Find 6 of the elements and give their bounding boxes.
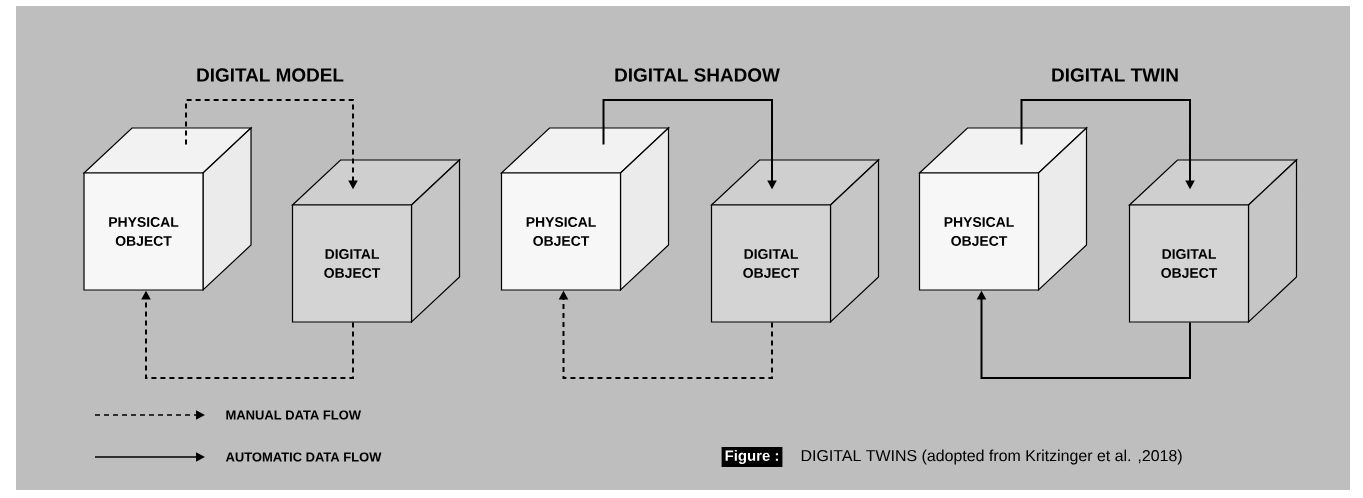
- group-title: DIGITAL TWIN: [1052, 68, 1178, 82]
- legend-text: MANUAL DATA FLOW: [226, 410, 361, 420]
- caption: DIGITAL TWINS (adopted from Kritzinger et al. ,2018): [801, 449, 1182, 465]
- group-title: DIGITAL MODEL: [197, 68, 344, 82]
- group-title: DIGITAL SHADOW: [615, 68, 780, 82]
- legend-text: AUTOMATIC DATA FLOW: [225, 452, 382, 462]
